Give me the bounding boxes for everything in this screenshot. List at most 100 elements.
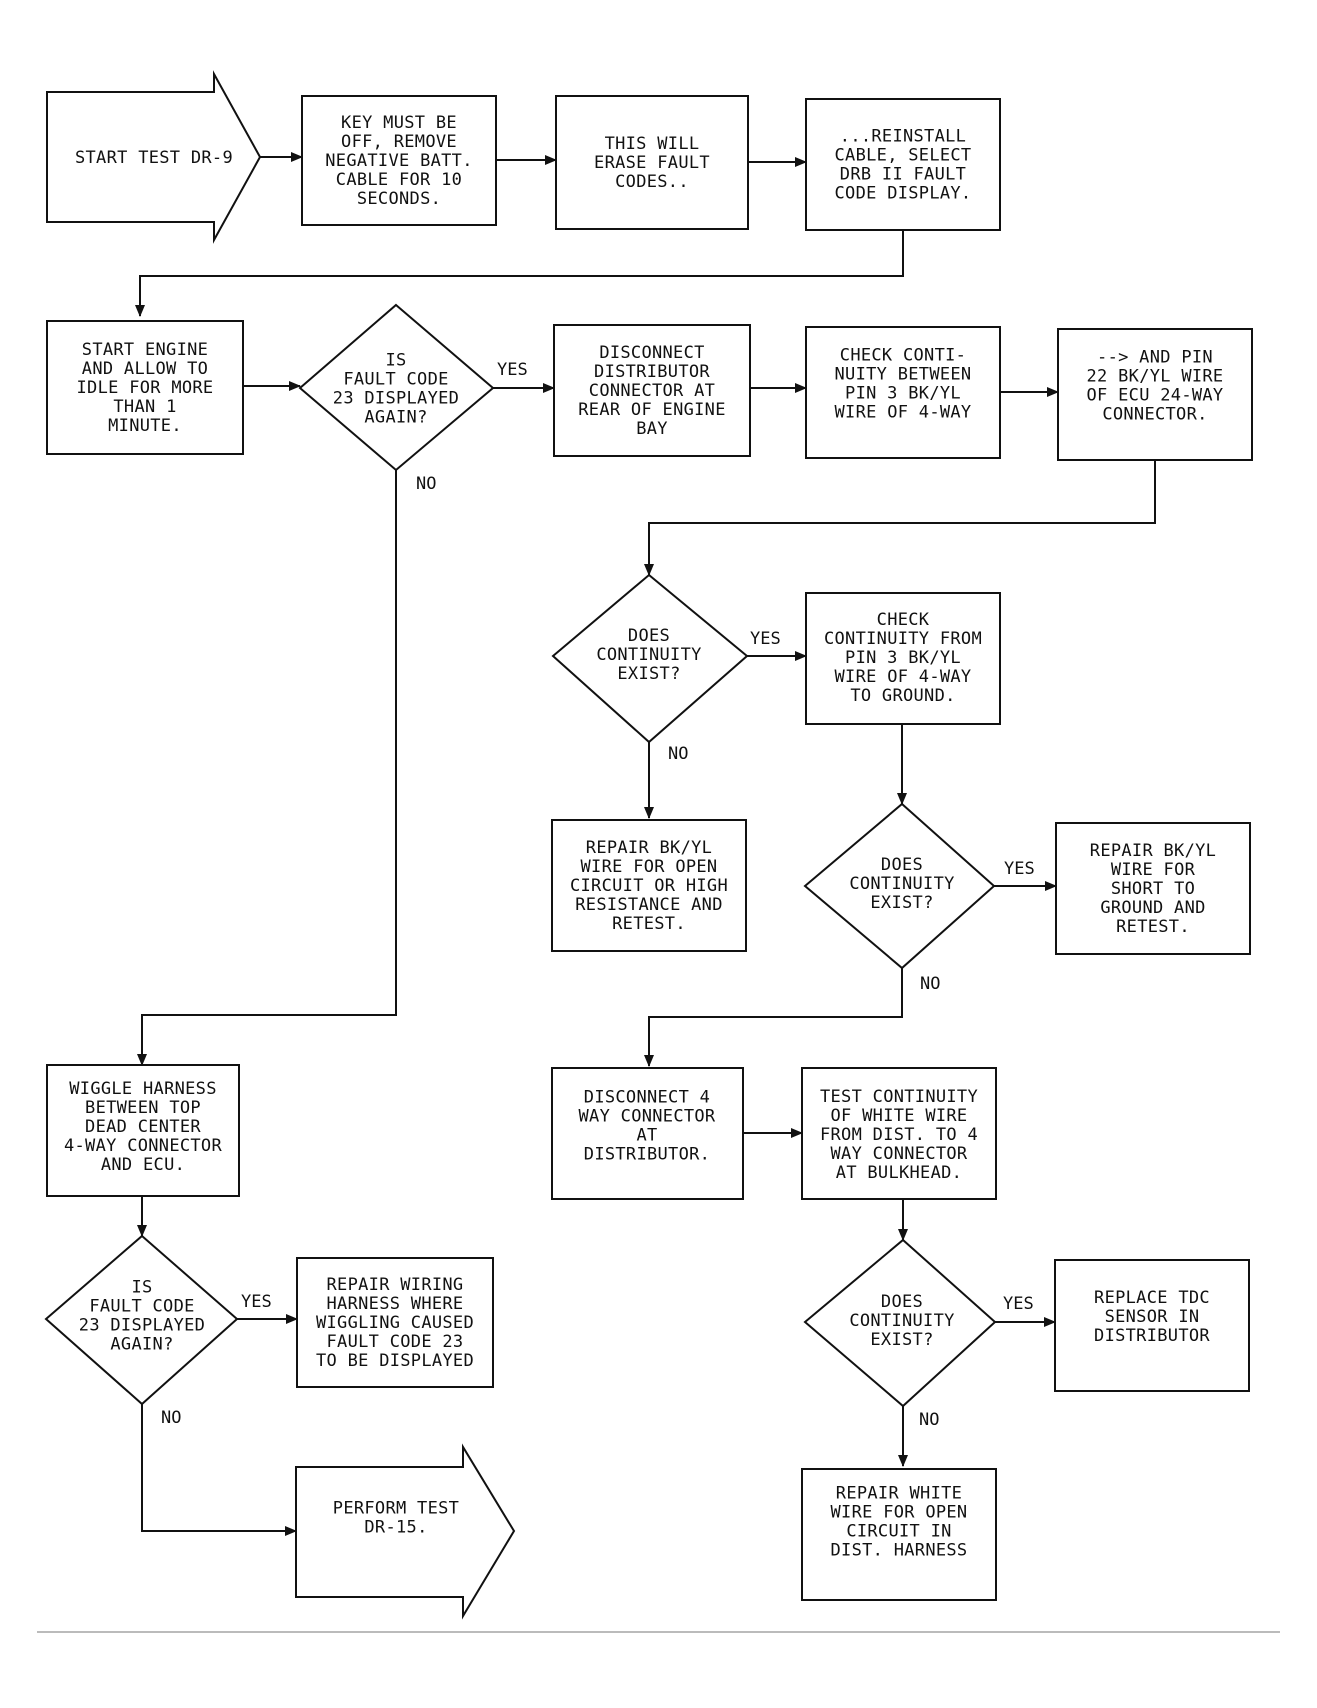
replace-tdc-box: [1054, 1259, 1250, 1392]
start-line: START TEST DR-9: [75, 148, 233, 168]
repair-white-line: WIRE FOR OPEN: [831, 1503, 968, 1523]
and-pin22-line: OF ECU 24-WAY: [1087, 386, 1224, 406]
check-ground-line: CHECK: [877, 610, 930, 630]
repair-harness-box: [296, 1257, 494, 1388]
q-fault23-b-line: IS: [131, 1278, 152, 1298]
repair-harness-line: WIGGLING CAUSED: [316, 1313, 474, 1333]
check-cont-line: CHECK CONTI-: [840, 346, 966, 366]
check-cont-line: PIN 3 BK/YL: [845, 384, 961, 404]
wiggle-line: BETWEEN TOP: [85, 1098, 201, 1118]
reinstall-box: [805, 98, 1001, 231]
key-off-line: NEGATIVE BATT.: [325, 151, 473, 171]
edge-q4-no: [141, 1404, 297, 1536]
and-pin22-line: --> AND PIN: [1097, 348, 1213, 368]
no-label-q3: NO: [920, 974, 940, 994]
q-fault23-b-diamond: [44, 1234, 239, 1406]
branch-labels: YES NO YES NO YES NO YES NO YES NO: [161, 360, 1035, 1430]
q-cont-c-diamond: [803, 1238, 997, 1408]
repair-white-box: [801, 1468, 997, 1601]
no-label-q4: NO: [161, 1408, 181, 1428]
repair-short-box: [1055, 822, 1251, 955]
q-cont-c-line: CONTINUITY: [849, 1311, 954, 1331]
disconnect-dist-box: [553, 324, 751, 457]
q-fault23-a-line: 23 DISPLAYED: [333, 389, 459, 409]
q-cont-c-line: DOES: [881, 1292, 923, 1312]
replace-tdc-line: SENSOR IN: [1105, 1307, 1200, 1327]
test-white-line: AT BULKHEAD.: [836, 1163, 962, 1183]
start-engine-box: [46, 320, 244, 455]
disconnect-4way-line: WAY CONNECTOR: [579, 1107, 716, 1127]
no-label-q5: NO: [919, 1410, 939, 1430]
repair-harness-line: HARNESS WHERE: [327, 1294, 464, 1314]
and-pin22-box: [1057, 328, 1253, 461]
disconnect-4way-line: AT: [636, 1126, 657, 1146]
repair-harness-line: FAULT CODE 23: [327, 1332, 464, 1352]
q-fault23-b-line: 23 DISPLAYED: [79, 1316, 205, 1336]
yes-label-q2: YES: [750, 629, 781, 649]
shapes: [44, 70, 1253, 1620]
disconnect-4way-line: DISTRIBUTOR.: [584, 1145, 710, 1165]
test-white-box: [801, 1067, 997, 1200]
start-engine-line: MINUTE.: [108, 416, 182, 436]
repair-open-box: [551, 819, 747, 952]
q-cont-a-diamond: [551, 573, 749, 744]
disconnect-dist-line: CONNECTOR AT: [589, 381, 715, 401]
key-off-line: CABLE FOR 10: [336, 170, 462, 190]
repair-white-line: REPAIR WHITE: [836, 1484, 962, 1504]
repair-open-line: WIRE FOR OPEN: [581, 857, 718, 877]
repair-open-line: RESISTANCE AND: [575, 895, 723, 915]
start-engine-line: AND ALLOW TO: [82, 359, 208, 379]
test-white-line: OF WHITE WIRE: [831, 1106, 968, 1126]
erase-line: CODES..: [615, 172, 689, 192]
q-fault23-b-line: AGAIN?: [110, 1335, 173, 1355]
start-test-label: START TEST DR-9: [75, 148, 233, 168]
repair-short-line: SHORT TO: [1111, 879, 1195, 899]
disconnect-4way-box: [551, 1067, 744, 1200]
connectors: [135, 152, 1156, 1536]
replace-tdc-line: REPLACE TDC: [1094, 1288, 1210, 1308]
wiggle-box: [46, 1064, 240, 1197]
edge-reinstall-startengine: [135, 230, 904, 317]
repair-white-line: CIRCUIT IN: [846, 1522, 951, 1542]
check-cont-line: WIRE OF 4-WAY: [835, 403, 972, 423]
repair-harness-line: REPAIR WIRING: [327, 1275, 464, 1295]
replace-tdc-line: DISTRIBUTOR: [1094, 1326, 1210, 1346]
wiggle-line: WIGGLE HARNESS: [69, 1079, 217, 1099]
yes-label-q4: YES: [241, 1292, 272, 1312]
key-off-line: OFF, REMOVE: [341, 132, 457, 152]
and-pin22-line: 22 BK/YL WIRE: [1087, 367, 1224, 387]
q-cont-b-diamond: [803, 802, 996, 970]
start-engine-line: THAN 1: [113, 397, 176, 417]
check-ground-line: TO GROUND.: [850, 686, 955, 706]
repair-short-line: WIRE FOR: [1111, 860, 1196, 880]
repair-open-line: REPAIR BK/YL: [586, 838, 712, 858]
repair-open-line: RETEST.: [612, 914, 686, 934]
reinstall-line: CABLE, SELECT: [835, 146, 972, 166]
start-engine-line: START ENGINE: [82, 340, 208, 360]
key-off-box: [301, 95, 497, 226]
erase-line: ERASE FAULT: [594, 153, 710, 173]
q-fault23-a-line: FAULT CODE: [343, 370, 448, 390]
check-ground-line: CONTINUITY FROM: [824, 629, 982, 649]
no-label-q1: NO: [416, 474, 436, 494]
repair-white-line: DIST. HARNESS: [831, 1541, 968, 1561]
q-cont-a-line: EXIST?: [617, 664, 680, 684]
wiggle-line: AND ECU.: [101, 1155, 185, 1175]
